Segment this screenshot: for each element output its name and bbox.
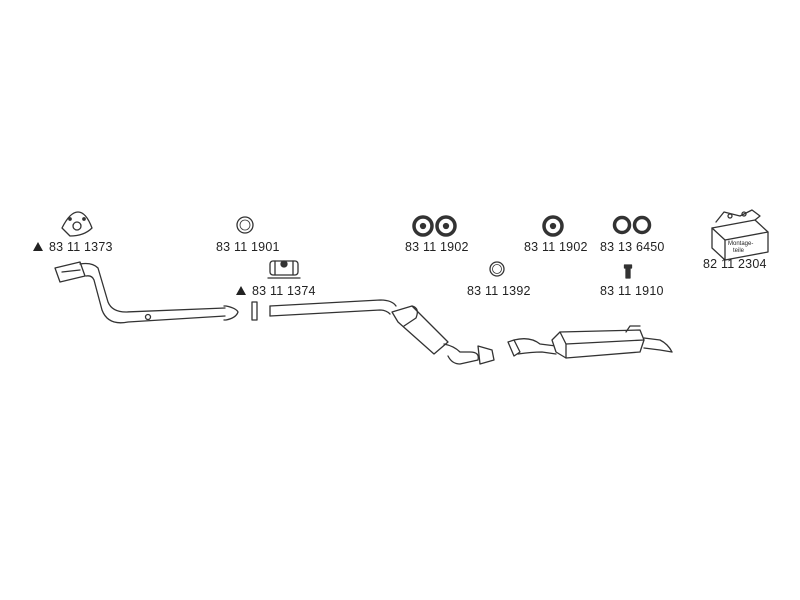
part-label-83-11-1902-b: 83 11 1902 (524, 240, 588, 254)
rubber-ring-pair-icon (612, 215, 652, 235)
pipe-clamp-icon (267, 260, 301, 279)
part-label-83-11-1901: 83 11 1901 (216, 240, 280, 254)
front-pipe (54, 261, 239, 324)
rubber-hanger-icon (542, 215, 564, 237)
part-label-83-11-1374: 83 11 1374 (236, 284, 316, 298)
part-label-83-13-6450: 83 13 6450 (600, 240, 665, 254)
bolt-icon (623, 264, 633, 279)
part-label-83-11-1392: 83 11 1392 (467, 284, 531, 298)
part-label-83-11-1373: 83 11 1373 (33, 240, 113, 254)
triangle-marker-icon (236, 286, 246, 295)
part-label-82-11-2304: 82 11 2304 (703, 257, 767, 271)
three-hole-flange-gasket-icon (61, 211, 93, 237)
ring-gasket-icon-2 (489, 261, 505, 277)
part-label-83-11-1910: 83 11 1910 (600, 284, 664, 298)
rear-pipe-and-muffler (507, 325, 673, 359)
triangle-marker-icon (33, 242, 43, 251)
rubber-hanger-pair-icon (412, 215, 457, 237)
ring-gasket-icon (236, 216, 254, 234)
connector-gasket (251, 301, 258, 321)
kit-box-text-line2: teile (733, 248, 745, 254)
center-pipe-and-muffler (269, 299, 495, 365)
mounting-kit-box-icon: Montage- teile (711, 209, 769, 261)
part-label-83-11-1902-a: 83 11 1902 (405, 240, 469, 254)
kit-box-text-line1: Montage- (728, 241, 753, 247)
